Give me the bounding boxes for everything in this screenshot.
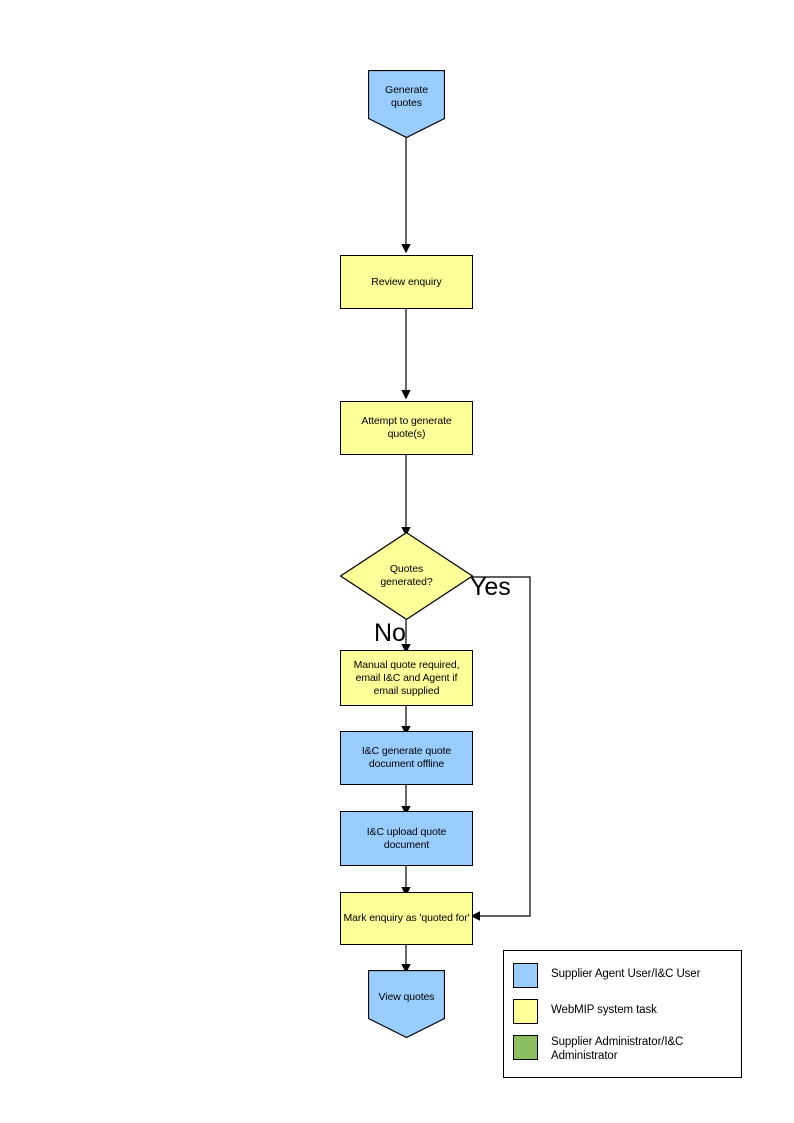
node-quotes-generated-shape xyxy=(340,532,473,620)
node-ic-generate-quote-document[interactable]: I&C generate quote document offline xyxy=(340,731,473,785)
legend-panel: Supplier Agent User/I&C User WebMIP syst… xyxy=(503,950,742,1078)
legend-item-webmip-system-task: WebMIP system task xyxy=(513,999,657,1024)
legend-label-supplier-agent-user: Supplier Agent User/I&C User xyxy=(551,968,701,980)
branch-label-no: No xyxy=(374,619,406,647)
node-attempt-generate-quotes-label: Attempt to generate quote(s) xyxy=(361,415,452,440)
node-manual-quote-required-label: Manual quote required, email I&C and Age… xyxy=(353,658,460,697)
node-manual-quote-required[interactable]: Manual quote required, email I&C and Age… xyxy=(340,650,473,706)
legend-label-webmip-system-task: WebMIP system task xyxy=(551,1004,657,1016)
node-generate-quotes[interactable]: Generate quotes xyxy=(368,70,445,138)
node-view-quotes[interactable]: View quotes xyxy=(368,970,445,1038)
node-review-enquiry[interactable]: Review enquiry xyxy=(340,255,473,309)
legend-swatch-green xyxy=(513,1035,538,1060)
node-quotes-generated-decision[interactable]: Quotes generated? xyxy=(340,532,473,620)
node-mark-enquiry-quoted-for[interactable]: Mark enquiry as 'quoted for' xyxy=(340,892,473,945)
node-ic-upload-quote-document-label: I&C upload quote document xyxy=(366,825,447,851)
legend-label-supplier-administrator: Supplier Administrator/I&C Administrator xyxy=(551,1036,684,1062)
node-review-enquiry-label: Review enquiry xyxy=(371,275,442,288)
node-generate-quotes-label: Generate quotes xyxy=(385,84,428,109)
node-generate-quotes-body: Generate quotes xyxy=(368,70,445,138)
node-ic-upload-quote-document[interactable]: I&C upload quote document xyxy=(340,811,473,866)
connector-yes-to-mark xyxy=(470,576,531,921)
legend-swatch-yellow xyxy=(513,999,538,1024)
node-mark-enquiry-quoted-for-label: Mark enquiry as 'quoted for' xyxy=(343,912,470,924)
node-view-quotes-body: View quotes xyxy=(368,970,445,1038)
legend-swatch-blue xyxy=(513,963,538,988)
legend-item-supplier-administrator: Supplier Administrator/I&C Administrator xyxy=(513,1035,683,1063)
branch-label-yes: Yes xyxy=(470,573,511,601)
node-ic-generate-quote-document-label: I&C generate quote document offline xyxy=(361,745,452,770)
node-view-quotes-label: View quotes xyxy=(378,990,435,1003)
node-attempt-generate-quotes[interactable]: Attempt to generate quote(s) xyxy=(340,401,473,455)
node-quotes-generated-label: Quotes generated? xyxy=(380,563,433,588)
legend-item-supplier-agent-user: Supplier Agent User/I&C User xyxy=(513,963,700,988)
